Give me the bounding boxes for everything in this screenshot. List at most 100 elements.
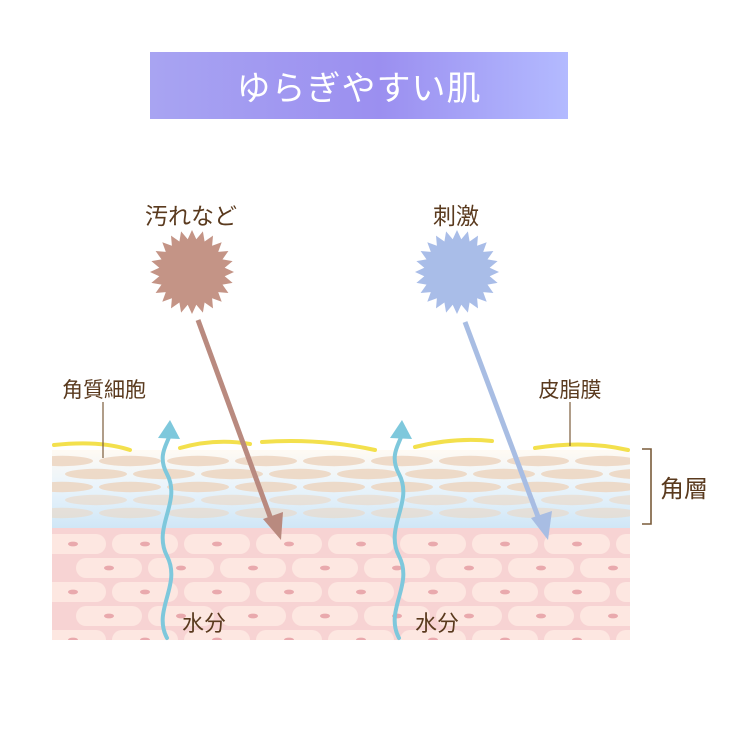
cell-nucleus xyxy=(140,589,150,595)
cell-nucleus xyxy=(500,541,510,547)
moisture-arrow-right xyxy=(390,420,412,640)
corneocyte-cell xyxy=(643,456,705,466)
corneocyte-cell xyxy=(201,468,263,480)
sebum-segment xyxy=(260,439,377,452)
cell-nucleus xyxy=(284,637,294,640)
corneocyte-label: 角質細胞 xyxy=(62,378,146,402)
cell-nucleus xyxy=(500,637,510,640)
cell-nucleus xyxy=(356,589,366,595)
sebum-film xyxy=(52,437,630,452)
cell-nucleus xyxy=(572,637,582,640)
corneocyte-cell xyxy=(99,507,161,519)
cell-nucleus xyxy=(320,613,330,619)
cell-nucleus xyxy=(104,613,114,619)
corneocyte-cell xyxy=(337,494,399,506)
corneocyte-cell xyxy=(52,455,93,467)
corneocyte-cell xyxy=(303,507,365,519)
cell-nucleus xyxy=(464,613,474,619)
cell-nucleus xyxy=(644,590,654,595)
cell-nucleus xyxy=(284,589,294,595)
corneocyte-cell xyxy=(609,495,630,505)
cell-nucleus xyxy=(356,541,366,547)
cell-nucleus xyxy=(572,541,582,547)
corneocyte-cell xyxy=(52,481,93,493)
stimulus-label: 刺激 xyxy=(433,204,479,230)
cell-nucleus xyxy=(176,565,186,571)
epidermis-cell xyxy=(328,630,394,640)
cell-nucleus xyxy=(536,565,546,571)
corneocyte-cell xyxy=(269,468,331,480)
corneocyte-cell xyxy=(541,494,603,506)
title-banner: ゆらぎやすい肌 xyxy=(150,52,568,119)
epidermis-cell xyxy=(580,606,630,626)
corneocyte-cell xyxy=(575,455,630,467)
corneocyte-cell xyxy=(643,508,705,518)
moisture-arrow-left xyxy=(158,420,180,640)
cell-nucleus xyxy=(356,637,366,640)
cell-nucleus xyxy=(248,565,258,571)
sebum-segment xyxy=(533,442,630,452)
corneocyte-cell xyxy=(371,507,433,519)
epidermis-cell xyxy=(616,630,630,640)
cell-nucleus xyxy=(428,637,438,640)
cell-nucleus xyxy=(212,589,222,595)
corneocyte-cell xyxy=(337,468,399,480)
epidermis-cells xyxy=(52,534,718,643)
epidermis-cell xyxy=(652,606,718,626)
corneocyte-cell xyxy=(167,481,229,493)
corneocyte-cell xyxy=(303,455,365,467)
corneocyte-cell xyxy=(575,481,630,493)
corneocyte-cell xyxy=(133,494,195,506)
cell-nucleus xyxy=(428,541,438,547)
dirt-starburst-icon xyxy=(150,230,234,314)
epidermis-cell xyxy=(652,558,718,578)
corneocyte-cell xyxy=(269,494,331,506)
cell-nucleus xyxy=(392,565,402,571)
corneocyte-cell xyxy=(439,455,501,467)
corneocyte-cell xyxy=(99,455,161,467)
epidermis-cell xyxy=(544,630,610,640)
cell-nucleus xyxy=(68,637,78,640)
corneocyte-cell xyxy=(235,481,297,493)
moisture-label-left: 水分 xyxy=(182,612,226,637)
corneocyte-cell xyxy=(167,455,229,467)
corneocyte-cell xyxy=(439,507,501,519)
cell-nucleus xyxy=(608,613,618,619)
corneocyte-cell xyxy=(99,481,161,493)
cell-nucleus xyxy=(680,566,690,571)
stimulus-arrow xyxy=(462,321,552,540)
cell-nucleus xyxy=(212,637,222,640)
corneocyte-cell xyxy=(201,494,263,506)
sebum-film-label: 皮脂膜 xyxy=(539,378,602,402)
corneocyte-cell xyxy=(507,481,569,493)
cell-nucleus xyxy=(644,638,654,643)
sebum-segment xyxy=(178,439,252,450)
stratum-corneum-bracket xyxy=(642,448,652,525)
epidermis-cell xyxy=(52,534,106,554)
dirt-arrow xyxy=(195,319,283,540)
cell-nucleus xyxy=(428,589,438,595)
corneocyte-cell xyxy=(473,494,535,506)
corneocyte-cell xyxy=(507,455,569,467)
cell-nucleus xyxy=(104,565,114,571)
corneocyte-cell xyxy=(65,468,127,480)
cell-nucleus xyxy=(500,589,510,595)
corneocyte-cell xyxy=(541,468,603,480)
epidermis-cell xyxy=(184,630,250,640)
cell-nucleus xyxy=(572,589,582,595)
corneocyte-cell xyxy=(65,494,127,506)
epidermis-cell xyxy=(616,534,630,554)
moisture-label-right: 水分 xyxy=(415,612,459,637)
corneocyte-cell xyxy=(235,455,297,467)
cell-nucleus xyxy=(176,613,186,619)
cell-nucleus xyxy=(140,541,150,547)
epidermis-cell xyxy=(52,630,106,640)
cell-nucleus xyxy=(248,613,258,619)
epidermis-cell xyxy=(616,582,630,602)
corneocyte-cell xyxy=(439,481,501,493)
dirt-label: 汚れなど xyxy=(145,204,237,230)
corneocyte-cell xyxy=(303,481,365,493)
cell-nucleus xyxy=(464,565,474,571)
stimulus-starburst-icon xyxy=(415,230,499,314)
